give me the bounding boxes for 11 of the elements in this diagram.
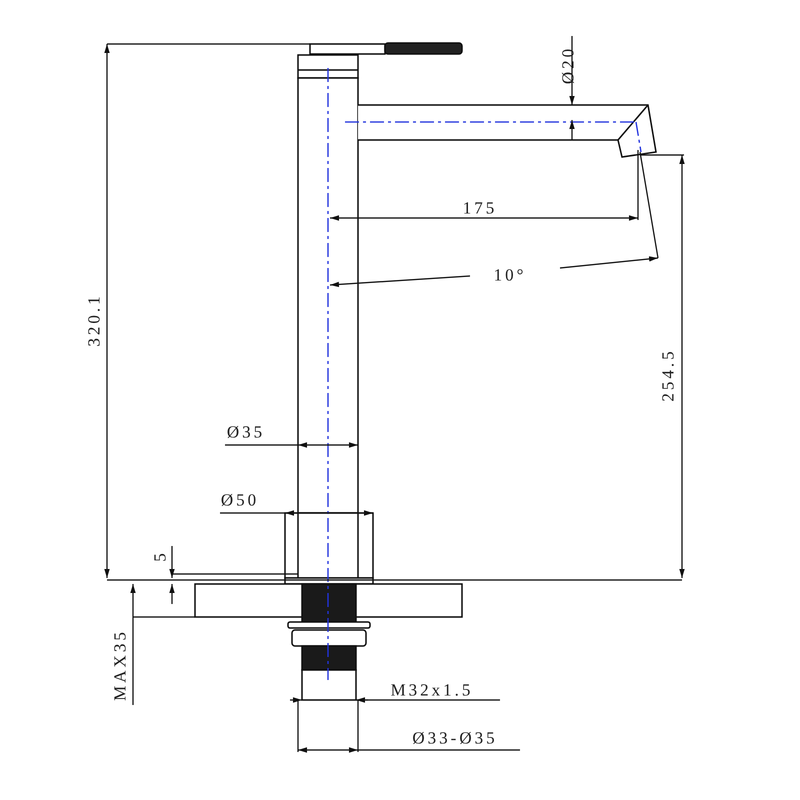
height-dimension: 320.1: [86, 293, 102, 347]
length-dimension: 175: [462, 200, 498, 216]
diameter-dimension: Ø20: [560, 46, 576, 84]
thickness-dimension: 5: [152, 550, 168, 562]
thickness-dimension: MAX35: [112, 629, 128, 701]
height-dimension: 254.5: [660, 348, 676, 402]
thread-dimension: M32x1.5: [390, 682, 474, 698]
diameter-dimension: Ø50: [220, 492, 260, 508]
diameter-dimension: Ø35: [226, 424, 266, 440]
angle-dimension: 10°: [494, 266, 526, 284]
diameter-dimension: Ø33-Ø35: [412, 730, 498, 746]
